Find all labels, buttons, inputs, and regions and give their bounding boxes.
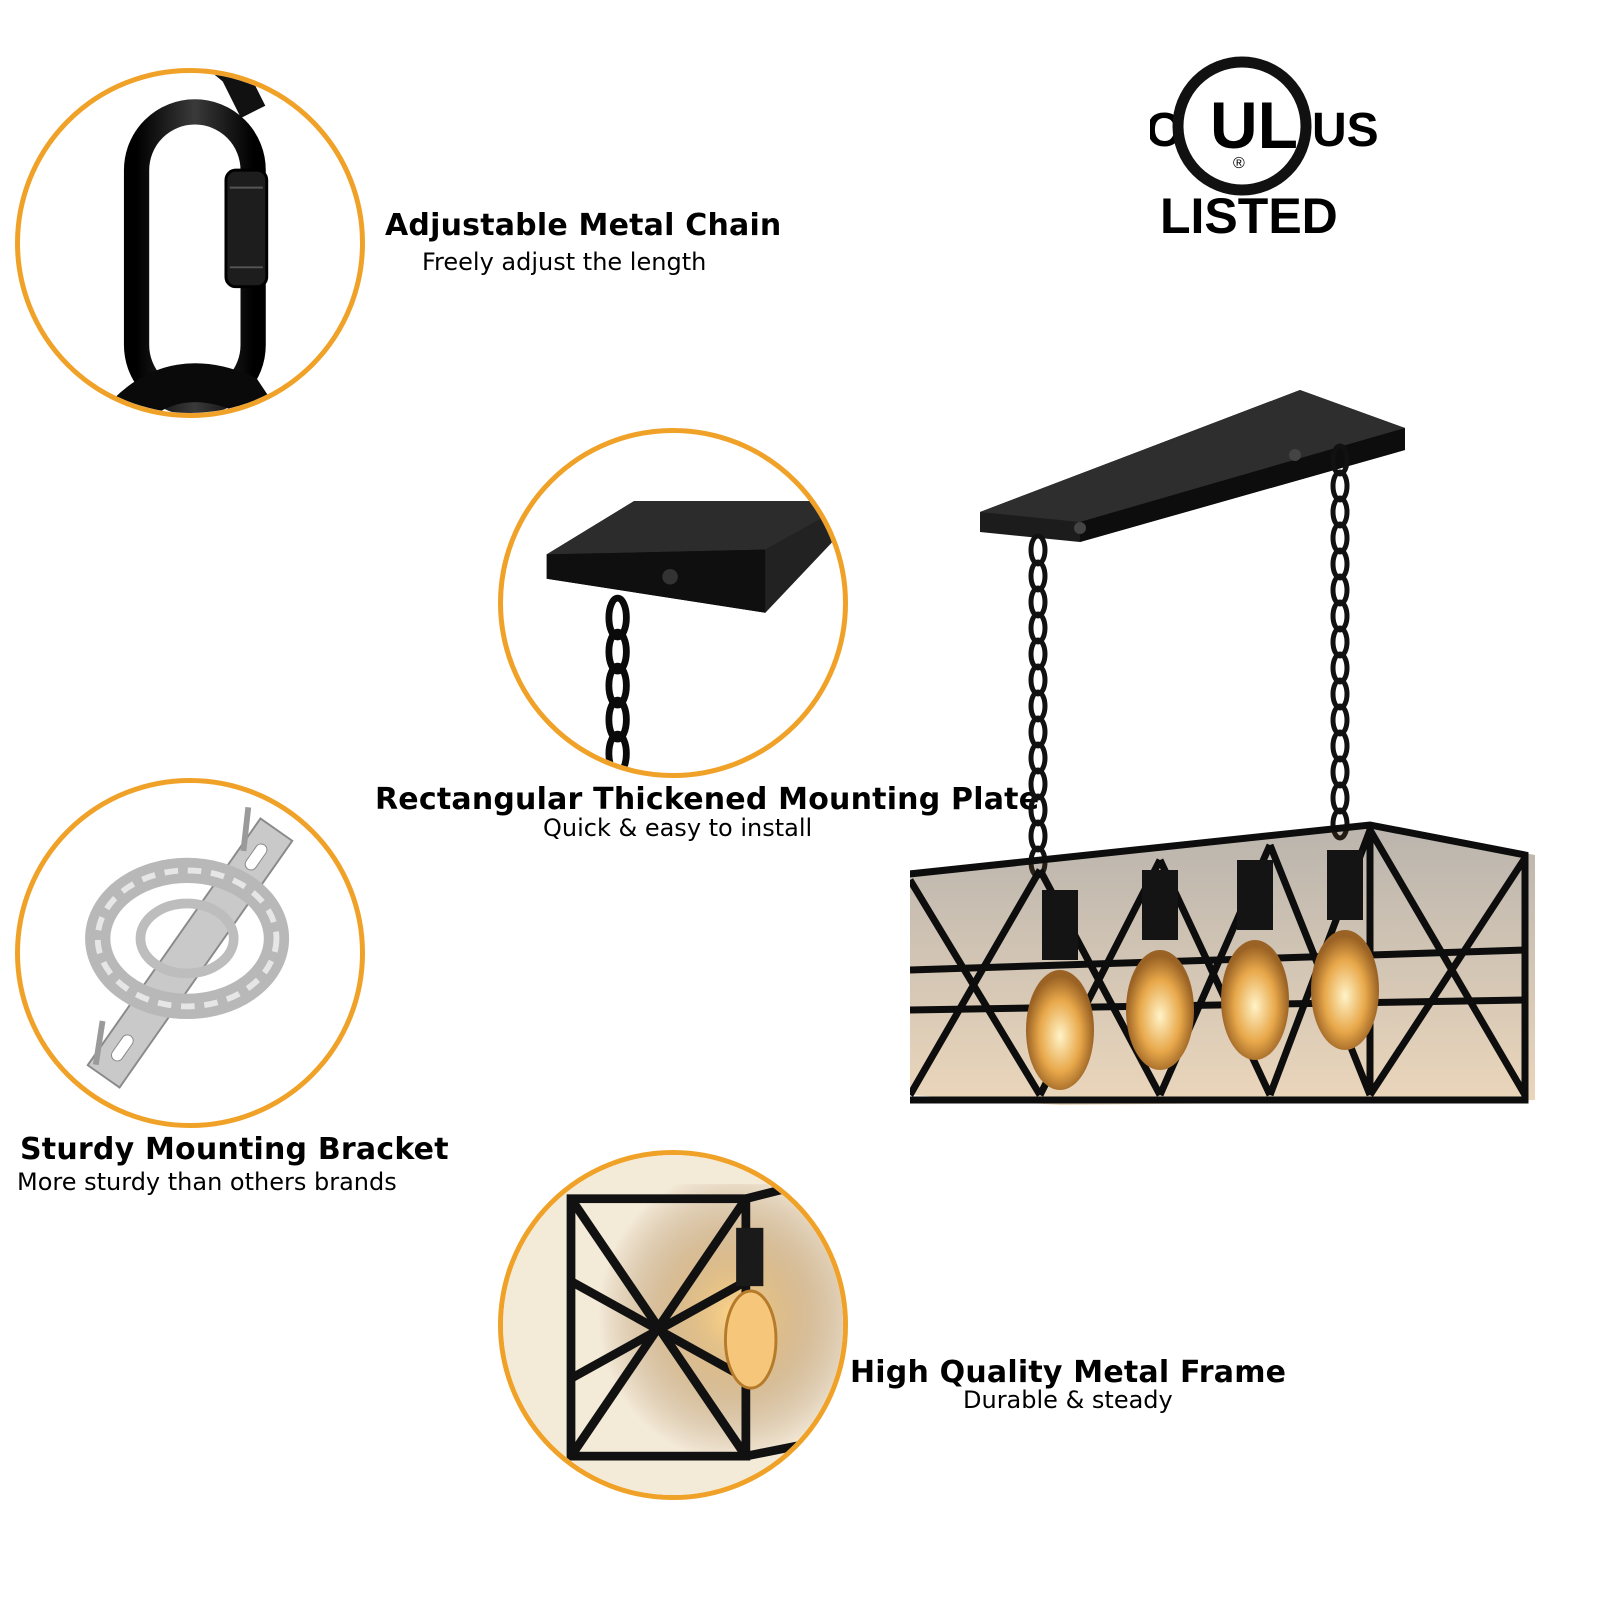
- cert-right-text: US: [1312, 104, 1379, 157]
- edison-bulb: [1311, 930, 1379, 1050]
- metal-frame-icon: [503, 1155, 843, 1495]
- feature-title-bracket: Sturdy Mounting Bracket: [20, 1132, 449, 1167]
- edison-bulb: [1026, 970, 1094, 1090]
- socket: [1327, 850, 1363, 920]
- mounting-bracket-icon: [85, 806, 294, 1089]
- socket: [1142, 870, 1178, 940]
- mounting-plate-detail-circle: [498, 428, 848, 778]
- feature-subtitle-plate: Quick & easy to install: [543, 814, 813, 842]
- feature-subtitle-chain: Freely adjust the length: [422, 248, 707, 276]
- chain-link-icon: [113, 73, 280, 413]
- feature-subtitle-bracket: More sturdy than others brands: [17, 1168, 397, 1196]
- chandelier-product-image: [910, 390, 1535, 1105]
- feature-title-chain: Adjustable Metal Chain: [385, 208, 782, 243]
- feature-title-plate: Rectangular Thickened Mounting Plate: [375, 782, 1040, 817]
- socket: [1237, 860, 1273, 930]
- edison-bulb: [1126, 950, 1194, 1070]
- edison-bulb: [1221, 940, 1289, 1060]
- socket: [1042, 890, 1078, 960]
- cert-bottom-text: LISTED: [1160, 188, 1338, 244]
- mounting-bracket-detail-circle: [15, 778, 365, 1128]
- feature-subtitle-frame: Durable & steady: [963, 1386, 1173, 1414]
- cert-registered-mark: ®: [1233, 155, 1245, 172]
- cert-center-text: UL: [1210, 88, 1298, 162]
- metal-frame-detail-circle: [498, 1150, 848, 1500]
- feature-title-frame: High Quality Metal Frame: [850, 1355, 1287, 1390]
- ul-listed-logo-icon: C UL ® US LISTED: [1150, 56, 1379, 244]
- chain-detail-circle: [15, 68, 365, 418]
- mounting-plate-icon: [546, 501, 843, 773]
